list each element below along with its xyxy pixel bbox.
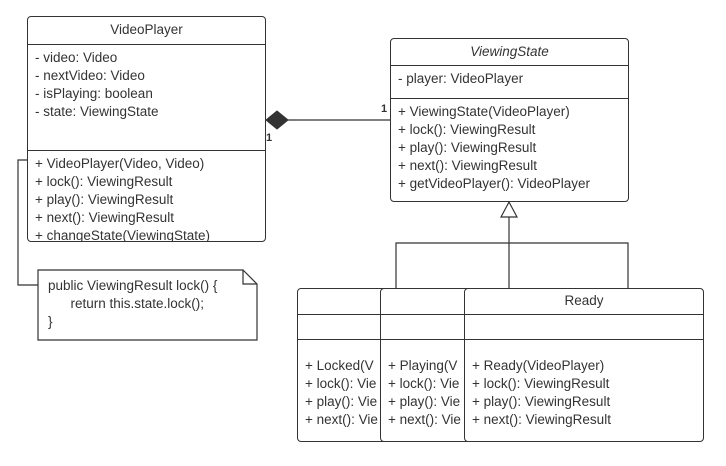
class-name: Ready [465, 289, 703, 315]
method: + changeState(ViewingState) [35, 228, 210, 242]
method: + play(): ViewingResult [398, 140, 537, 155]
attribute: - nextVideo: Video [35, 68, 145, 83]
method: + Ready(VideoPlayer) [472, 358, 605, 373]
methods-section: + VideoPlayer(Video, Video) + lock(): Vi… [28, 151, 265, 242]
method: + lock(): ViewingResult [35, 174, 173, 189]
method: + next(): ViewingResult [472, 412, 611, 427]
method: + lock(): Vie [388, 376, 460, 391]
class-ready[interactable]: Ready + Ready(VideoPlayer) + lock(): Vie… [464, 288, 704, 442]
attribute: - isPlaying: boolean [35, 86, 153, 101]
methods-section: + Playing(V + lock(): Vie + play(): Vie … [381, 340, 619, 433]
method: + next(): Vie [305, 412, 378, 427]
method: + lock(): Vie [305, 376, 377, 391]
note-text: public ViewingResult lock() { return thi… [38, 270, 257, 340]
note-line: return this.state.lock(); [48, 296, 205, 311]
method: + next(): ViewingResult [398, 158, 537, 173]
method: + play(): Vie [388, 394, 461, 409]
methods-section: + ViewingState(VideoPlayer) + lock(): Vi… [391, 99, 628, 197]
method: + lock(): ViewingResult [472, 376, 610, 391]
inheritance-branch-locked[interactable] [395, 242, 509, 288]
multiplicity-source: 1 [266, 132, 273, 144]
note-shape[interactable] [37, 269, 258, 341]
composition-diamond [265, 110, 289, 130]
method: + play(): ViewingResult [472, 394, 611, 409]
attributes-section: - player: VideoPlayer [391, 66, 628, 99]
inheritance-branch-ready[interactable] [509, 242, 629, 288]
multiplicity-target: 1 [381, 103, 388, 115]
class-videoplayer[interactable]: VideoPlayer - video: Video - nextVideo: … [27, 16, 266, 242]
method: + getVideoPlayer(): VideoPlayer [398, 176, 590, 191]
attributes-section [465, 315, 703, 340]
methods-section: + Locked(V + lock(): Vie + play(): Vie +… [298, 340, 536, 433]
method: + lock(): ViewingResult [398, 122, 536, 137]
note-line: public ViewingResult lock() { [48, 278, 218, 293]
method: + next(): ViewingResult [35, 210, 174, 225]
method: + next(): Vie [388, 412, 461, 427]
class-name: VideoPlayer [28, 17, 265, 45]
method: + VideoPlayer(Video, Video) [35, 156, 205, 171]
method: + play(): ViewingResult [35, 192, 174, 207]
class-name: ViewingState [391, 39, 628, 66]
method: + ViewingState(VideoPlayer) [398, 104, 570, 119]
attribute: - state: ViewingState [35, 104, 159, 119]
note-fold [242, 270, 257, 285]
method: + play(): Vie [305, 394, 378, 409]
note-line: } [48, 314, 53, 329]
attribute: - video: Video [35, 50, 118, 65]
class-viewingstate[interactable]: ViewingState - player: VideoPlayer + Vie… [390, 38, 629, 202]
attribute: - player: VideoPlayer [398, 71, 524, 86]
method: + Playing(V [388, 358, 458, 373]
inheritance-arrowhead [500, 200, 518, 218]
attributes-section: - video: Video - nextVideo: Video - isPl… [28, 45, 265, 151]
methods-section: + Ready(VideoPlayer) + lock(): ViewingRe… [465, 340, 703, 433]
method: + Locked(V [305, 358, 374, 373]
